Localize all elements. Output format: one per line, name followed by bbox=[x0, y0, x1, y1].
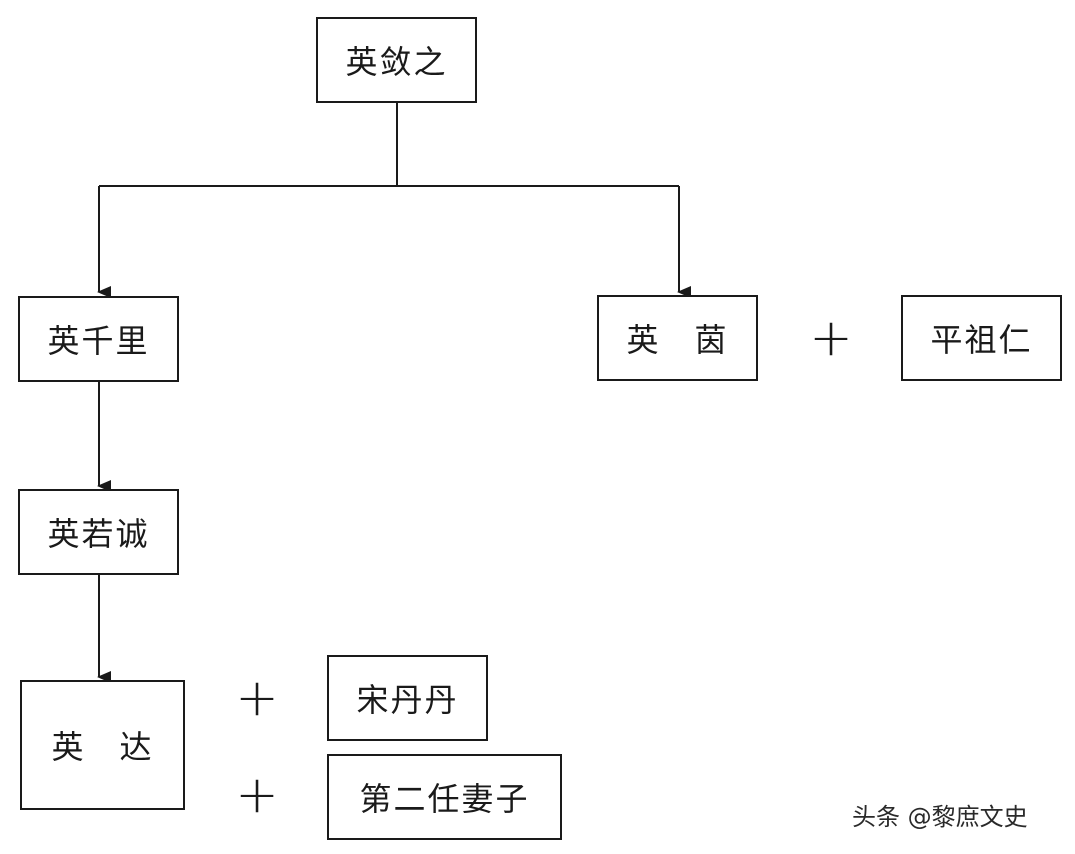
node-ying-da: 英 达 bbox=[20, 680, 185, 810]
node-label: 英千里 bbox=[47, 322, 150, 360]
node-song-dandan: 宋丹丹 bbox=[327, 655, 488, 741]
node-label: 英 茵 bbox=[626, 321, 729, 359]
node-ying-ruocheng: 英若诚 bbox=[18, 489, 179, 575]
node-ying-lianzhi: 英敛之 bbox=[316, 17, 477, 103]
node-label: 宋丹丹 bbox=[356, 681, 459, 719]
node-ping-zuren: 平祖仁 bbox=[901, 295, 1062, 381]
node-label: 第二任妻子 bbox=[359, 780, 530, 818]
node-label: 平祖仁 bbox=[930, 321, 1033, 359]
node-label: 英敛之 bbox=[345, 43, 448, 81]
node-label: 英 达 bbox=[51, 728, 154, 766]
spouse-marker-second-wife: + bbox=[235, 765, 279, 825]
watermark: 头条 @黎庶文史 bbox=[852, 803, 1028, 831]
node-label: 英若诚 bbox=[47, 515, 150, 553]
node-ying-qianli: 英千里 bbox=[18, 296, 179, 382]
spouse-marker-ying-yin: + bbox=[809, 308, 853, 368]
node-second-wife: 第二任妻子 bbox=[327, 754, 562, 840]
spouse-marker-song-dandan: + bbox=[235, 668, 279, 728]
node-ying-yin: 英 茵 bbox=[597, 295, 758, 381]
